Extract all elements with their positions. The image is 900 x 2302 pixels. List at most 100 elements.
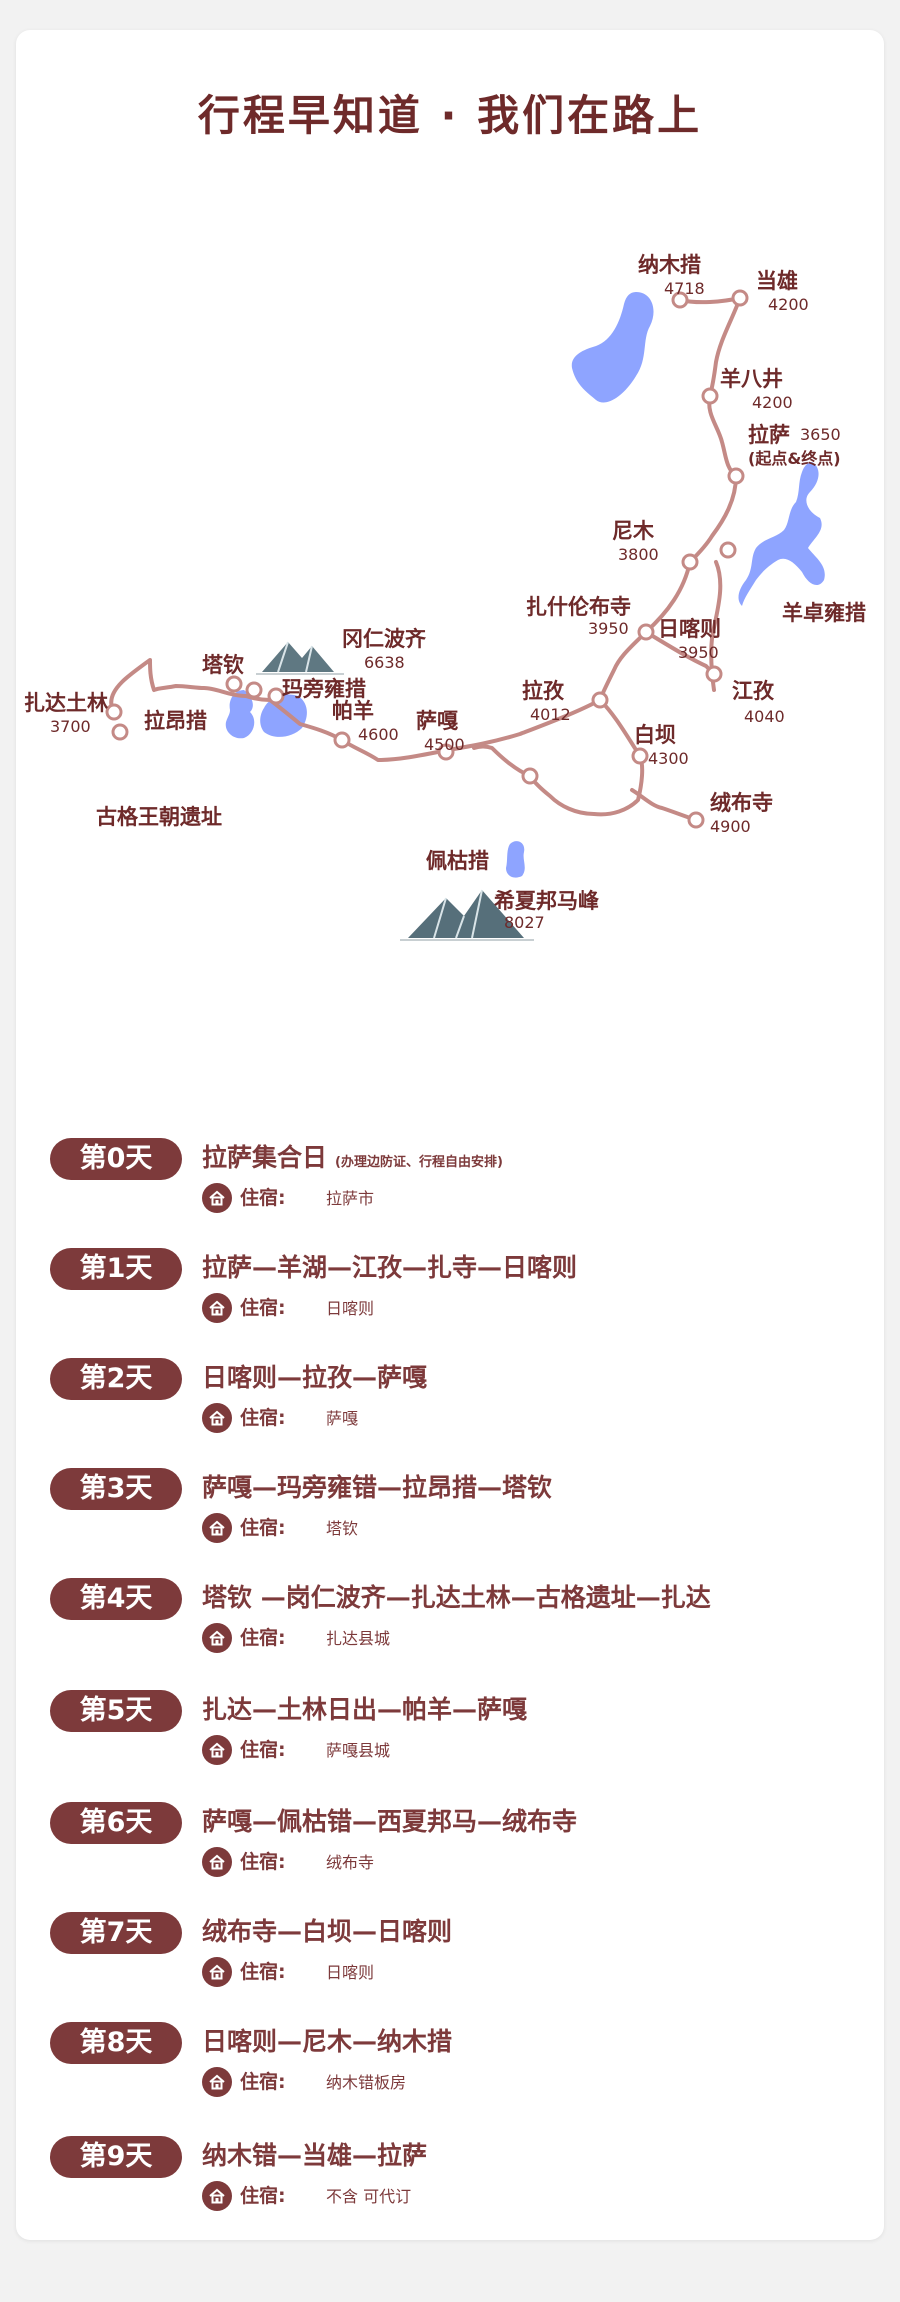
lodging-value: 萨嘎县城 [326,1741,391,1760]
mountain-shishapangma-icon [400,889,534,941]
label-manasarovar: 玛旁雍措 [282,677,366,701]
day-badge: 第9天 [50,2136,182,2178]
label-gyantse: 江孜 [732,679,775,703]
day-row-3: 第3天 萨嘎—玛旁雍错—拉昂措—塔钦 住宿: 塔钦 [50,1468,870,1554]
elev-shigatse: 3950 [678,643,719,662]
day-row-7: 第7天 绒布寺—白坝—日喀则 住宿: 日喀则 [50,1912,870,1998]
lodging-value: 萨嘎 [326,1409,359,1428]
lodging-label: 住宿: [240,1739,286,1761]
day-route-text: 纳木错—当雄—拉萨 [202,2141,428,2170]
house-icon [202,2181,232,2211]
day-badge: 第5天 [50,1690,182,1732]
house-icon [202,1957,232,1987]
lodging-value: 日喀则 [326,1963,375,1982]
day-row-9: 第9天 纳木错—当雄—拉萨 住宿: 不含 可代订 [50,2136,870,2222]
lake-paiku-tso [506,841,525,878]
day-route: 拉萨—羊湖—江孜—扎寺—日喀则 [202,1250,577,1286]
label-baiba: 白坝 [634,723,676,747]
elev-baiba: 4300 [648,749,689,768]
lodging-label: 住宿: [240,1187,286,1209]
elev-rongbuk: 4900 [710,817,751,836]
lake-manasarovar [260,694,307,737]
mountain-kailash-icon [256,641,344,675]
elev-gyantse: 4040 [744,707,785,726]
day-route: 拉萨集合日 (办理边防证、行程自由安排) [202,1140,503,1181]
elev-nimu: 3800 [618,545,659,564]
label-yangbajing: 羊八井 [720,367,783,391]
lake-namtso [571,292,654,403]
lodging-value: 日喀则 [326,1299,375,1318]
page-title: 行程早知道 · 我们在路上 [197,91,703,140]
day-row-1: 第1天 拉萨—羊湖—江孜—扎寺—日喀则 住宿: 日喀则 [50,1248,870,1334]
lake-yamdrok [738,462,825,606]
label-guge: 古格王朝遗址 [96,805,222,829]
day-badge: 第3天 [50,1468,182,1510]
day-badge: 第2天 [50,1358,182,1400]
day-row-4: 第4天 塔钦 —岗仁波齐—扎达土林—古格遗址—扎达 住宿: 扎达县城 [50,1578,870,1664]
elev-tashilhunpo: 3950 [588,619,629,638]
lodging-value: 扎达县城 [326,1629,391,1648]
day-route: 萨嘎—佩枯错—西夏邦马—绒布寺 [202,1804,577,1840]
day-badge: 第8天 [50,2022,182,2064]
lodging-value: 不含 可代订 [326,2187,412,2206]
day-row-6: 第6天 萨嘎—佩枯错—西夏邦马—绒布寺 住宿: 绒布寺 [50,1802,870,1888]
day-badge: 第1天 [50,1248,182,1290]
label-payang: 帕羊 [332,699,374,723]
label-shigatse: 日喀则 [658,617,721,641]
lodging-value: 塔钦 [326,1519,359,1538]
day-route-text: 日喀则—尼木—纳木措 [202,2027,453,2056]
lodging-label: 住宿: [240,1407,286,1429]
house-icon [202,1847,232,1877]
day-route: 纳木错—当雄—拉萨 [202,2138,427,2174]
house-icon [202,1183,232,1213]
label-la-ngar-tso: 拉昂措 [144,709,207,733]
day-route: 日喀则—尼木—纳木措 [202,2024,452,2060]
lodging-value: 拉萨市 [326,1189,375,1208]
label-tashilhunpo: 扎什伦布寺 [526,595,631,619]
label-rongbuk: 绒布寺 [710,791,773,815]
lodging-value: 绒布寺 [326,1853,375,1872]
day-route: 萨嘎—玛旁雍错—拉昂措—塔钦 [202,1470,552,1506]
label-saga: 萨嘎 [416,709,458,733]
day-badge: 第6天 [50,1802,182,1844]
label-yamdrok: 羊卓雍措 [782,601,866,625]
label-zanda: 扎达土林 [24,691,108,715]
itinerary-card: 行程早知道 · 我们在路上 [16,30,884,2240]
lodging-label: 住宿: [240,1517,286,1539]
lodging-label: 住宿: [240,2071,286,2093]
day-badge: 第0天 [50,1138,182,1180]
elev-namtso: 4718 [664,279,705,298]
lake-la-ngar-tso [225,690,255,739]
place-labels: 纳木措 4718 当雄 4200 羊八井 4200 拉萨 3650 (起点&终点… [24,253,866,932]
elev-dangxiong: 4200 [768,295,809,314]
day-badge: 第4天 [50,1578,182,1620]
house-icon [202,1513,232,1543]
day-row-0: 第0天 拉萨集合日 (办理边防证、行程自由安排) 住宿: 拉萨市 [50,1138,870,1224]
day-route: 绒布寺—白坝—日喀则 [202,1914,452,1950]
lodging-label: 住宿: [240,1627,286,1649]
elev-lhatse: 4012 [530,705,571,724]
day-note: (办理边防证、行程自由安排) [335,1155,503,1170]
label-nimu: 尼木 [612,519,655,543]
note-lhasa: (起点&终点) [748,449,841,468]
elev-yangbajing: 4200 [752,393,793,412]
day-route-text: 拉萨集合日 [202,1143,328,1172]
elev-kailash: 6638 [364,653,405,672]
day-route-text: 拉萨—羊湖—江孜—扎寺—日喀则 [202,1253,578,1282]
label-lhasa: 拉萨 [748,423,790,447]
label-shishapangma: 希夏邦马峰 [494,889,599,913]
day-row-2: 第2天 日喀则—拉孜—萨嘎 住宿: 萨嘎 [50,1358,870,1444]
lodging-value: 纳木错板房 [326,2073,407,2092]
lodging-label: 住宿: [240,2185,286,2207]
day-row-8: 第8天 日喀则—尼木—纳木措 住宿: 纳木错板房 [50,2022,870,2108]
day-route-text: 日喀则—拉孜—萨嘎 [202,1363,428,1392]
house-icon [202,1735,232,1765]
house-icon [202,2067,232,2097]
route-map: 纳木措 4718 当雄 4200 羊八井 4200 拉萨 3650 (起点&终点… [24,253,866,941]
day-route: 扎达—土林日出—帕羊—萨嘎 [202,1692,527,1728]
label-dangxiong: 当雄 [756,269,798,293]
lodging-label: 住宿: [240,1297,286,1319]
label-namtso: 纳木措 [638,253,701,277]
label-lhatse: 拉孜 [522,679,565,703]
elev-zanda: 3700 [50,717,91,736]
